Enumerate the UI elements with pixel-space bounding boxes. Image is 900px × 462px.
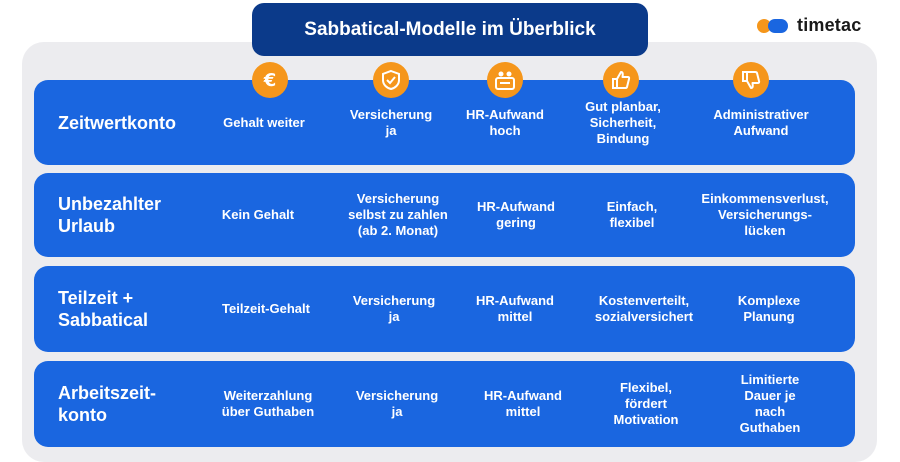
shield-check-icon (373, 62, 409, 98)
row-title: Arbeitszeit- konto (58, 383, 157, 425)
cell-pros: Einfach, flexibel (606, 199, 658, 230)
logo-mark-icon (757, 15, 791, 35)
cell-salary: Teilzeit-Gehalt (222, 301, 310, 316)
row-arbeitszeitkonto: Arbeitszeit- konto Weiterzahlung über Gu… (34, 361, 855, 447)
cell-salary: Weiterzahlung über Guthaben (221, 388, 315, 419)
euro-icon: € (252, 62, 288, 98)
row-zeitwertkonto: Zeitwertkonto Gehalt weiter Versicherung… (34, 80, 855, 165)
cell-cons: Einkommensverlust, Versicherungs- lücken (701, 191, 829, 238)
row-unbezahlter-urlaub: Unbezahlter Urlaub Kein Gehalt Versicher… (34, 173, 855, 257)
row-teilzeit-sabbatical: Teilzeit + Sabbatical Teilzeit-Gehalt Ve… (34, 266, 855, 352)
cell-salary: Kein Gehalt (221, 207, 295, 222)
cell-salary: Gehalt weiter (223, 114, 305, 130)
row-title: Unbezahlter Urlaub (58, 194, 162, 236)
row-title: Teilzeit + Sabbatical (58, 288, 149, 330)
thumbs-up-icon (603, 62, 639, 98)
cell-cons: Komplexe Planung (737, 293, 801, 324)
thumbs-down-icon (733, 62, 769, 98)
cell-hr-effort: HR-Aufwand mittel (484, 388, 562, 419)
cell-insurance: Versicherung ja (352, 293, 436, 324)
cell-insurance: Versicherung ja (349, 106, 433, 138)
cell-hr-effort: HR-Aufwand mittel (476, 293, 554, 324)
cell-insurance: Versicherung ja (355, 388, 439, 419)
row-title: Zeitwertkonto (58, 112, 177, 133)
cell-pros: Kostenverteilt, sozialversichert (594, 293, 694, 324)
cell-insurance: Versicherung selbst zu zahlen (ab 2. Mon… (348, 191, 448, 238)
page-title: Sabbatical-Modelle im Überblick (252, 3, 648, 56)
cell-pros: Flexibel, fördert Motivation (613, 380, 679, 427)
logo-text: timetac (797, 14, 862, 35)
cell-pros: Gut planbar, Sicherheit, Bindung (585, 98, 661, 146)
cell-cons: Administrativer Aufwand (713, 106, 809, 138)
hr-team-icon (487, 62, 523, 98)
cell-hr-effort: HR-Aufwand gering (477, 199, 555, 230)
cell-cons: Limitierte Dauer je nach Guthaben (739, 372, 801, 435)
svg-text:€: € (263, 70, 277, 91)
cell-hr-effort: HR-Aufwand hoch (466, 106, 544, 138)
timetac-logo: timetac (757, 14, 861, 36)
